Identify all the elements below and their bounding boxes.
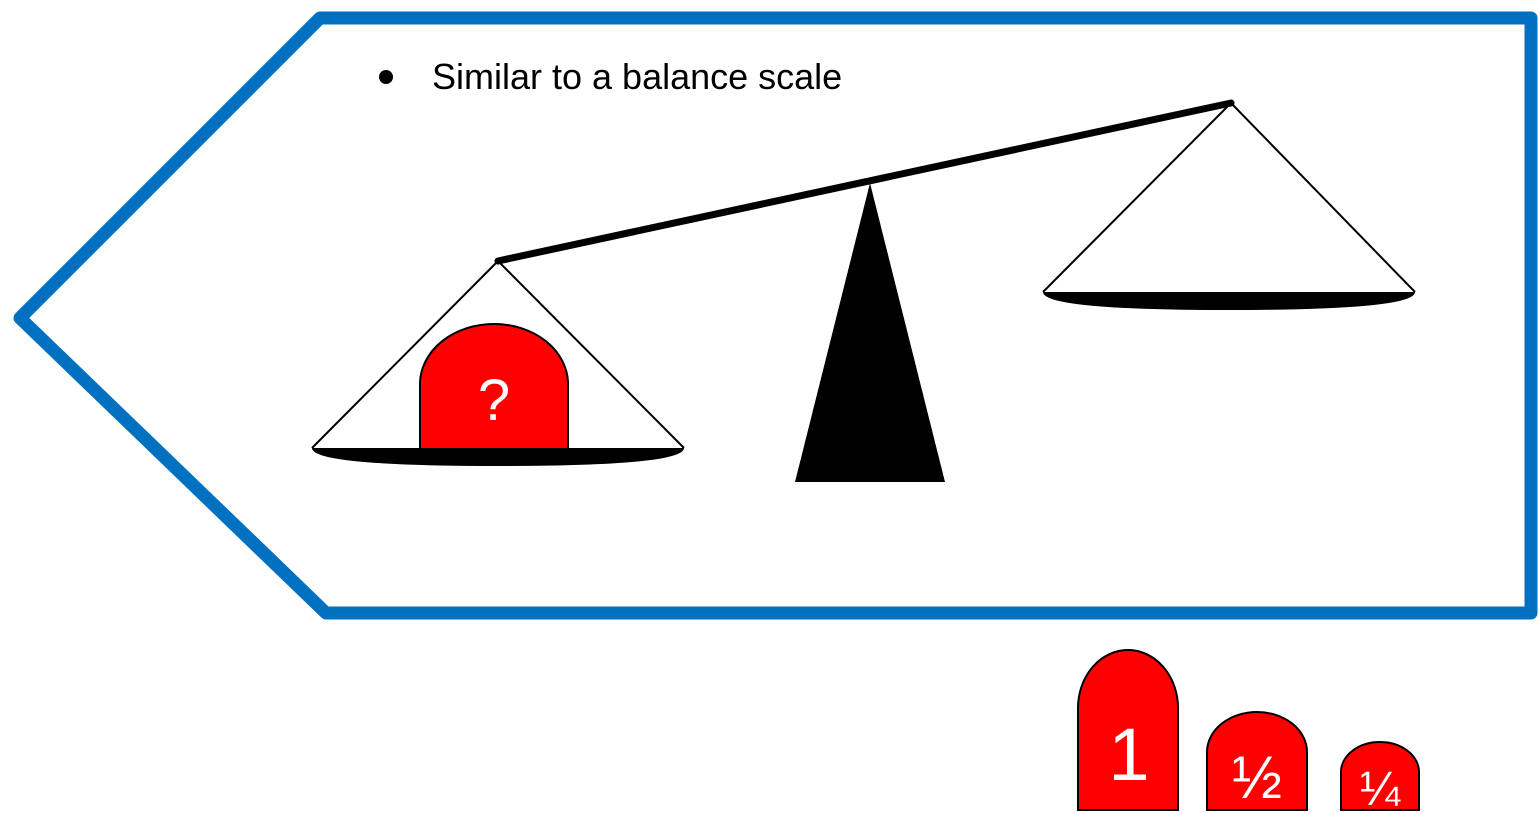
bullet-dot	[379, 70, 393, 84]
weight-one-label: 1	[1108, 713, 1149, 796]
scale-fulcrum	[795, 183, 945, 482]
unknown-weight	[419, 323, 569, 451]
left-pan	[312, 448, 684, 466]
right-pan-strings	[1042, 102, 1416, 293]
weight-one: 1	[1077, 649, 1179, 811]
bullet-text: Similar to a balance scale	[432, 56, 842, 97]
right-pan	[1043, 292, 1415, 310]
weight-half: ½	[1206, 711, 1308, 811]
weight-quarter-label: ¼	[1360, 763, 1401, 813]
unknown-weight-label: ?	[478, 368, 510, 433]
weight-quarter: ¼	[1340, 741, 1420, 813]
arrow-frame	[13, 11, 1538, 620]
scale-beam	[494, 99, 1235, 265]
weight-half-label: ½	[1232, 744, 1282, 811]
left-pan-strings	[311, 260, 685, 449]
